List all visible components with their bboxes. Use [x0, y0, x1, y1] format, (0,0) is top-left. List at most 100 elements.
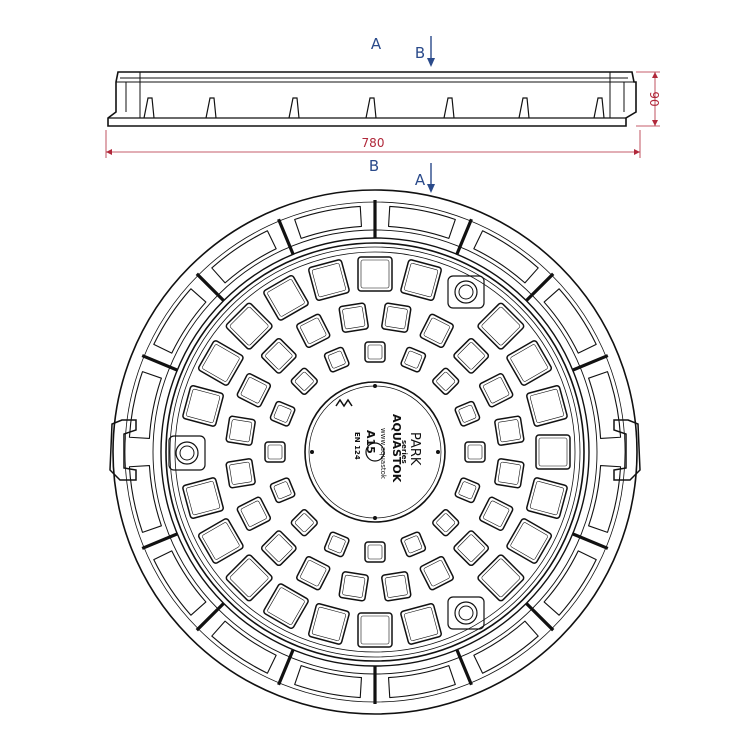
series-name-text: PARK	[407, 432, 422, 466]
plate-rivet-right	[436, 450, 440, 454]
square-pocket-outer	[357, 612, 393, 648]
square-pocket	[225, 415, 256, 446]
square-pocket-outer	[182, 477, 224, 519]
square-pocket	[236, 373, 272, 408]
square-pocket-outer	[381, 571, 412, 602]
square-pocket-outer	[290, 367, 318, 395]
square-pocket-inner	[423, 560, 450, 587]
square-pocket-outer	[364, 341, 386, 363]
square-pocket	[400, 531, 427, 558]
square-pocket-outer	[526, 477, 568, 519]
square-pocket	[506, 518, 553, 564]
square-pocket	[477, 302, 525, 350]
square-pocket-inner	[481, 558, 521, 598]
frame-slot	[473, 620, 539, 674]
frame-radial-ribs	[141, 200, 609, 704]
side-rib	[443, 97, 455, 119]
section-a-arrow	[427, 184, 435, 193]
frame-rib	[277, 218, 295, 255]
bolt-hole-top-right	[447, 275, 485, 309]
square-pocket	[364, 341, 386, 363]
frame-slot	[153, 550, 207, 616]
frame-slot	[588, 465, 622, 533]
side-view-top-outline	[107, 71, 637, 127]
square-pocket-inner	[423, 317, 450, 344]
cover-edge-line-2	[169, 246, 581, 658]
square-pocket	[357, 256, 393, 292]
square-pocket-outer	[478, 373, 514, 408]
square-pocket	[225, 554, 273, 602]
brand-name-text: AQUASTOK	[390, 414, 403, 483]
height-dimension-label: 90	[647, 91, 661, 106]
frame-slot	[128, 371, 162, 439]
section-label-b-marker: B	[415, 44, 425, 62]
square-pocket-outer	[296, 555, 331, 591]
square-pocket	[478, 373, 514, 408]
frame-slot	[588, 371, 622, 439]
square-pocket-outer	[400, 259, 442, 301]
square-pocket	[464, 441, 486, 463]
side-view-ribs	[125, 82, 625, 119]
side-rib	[288, 97, 300, 119]
square-pocket	[296, 313, 331, 349]
frame-rib	[277, 649, 295, 686]
square-pocket-inner	[467, 444, 483, 460]
square-pocket-outer	[454, 400, 481, 427]
square-pocket-outer	[506, 518, 553, 564]
height-dim-arrows	[652, 72, 658, 126]
square-pocket-outer	[478, 496, 514, 531]
square-pocket-inner	[483, 500, 510, 527]
square-pocket-outer	[357, 256, 393, 292]
square-pocket-outer	[182, 385, 224, 427]
square-pocket	[308, 259, 350, 301]
square-pocket	[323, 531, 350, 558]
section-label-a-top: A	[371, 35, 382, 53]
cover-edge-line-1	[165, 242, 585, 662]
square-pocket	[432, 509, 460, 537]
square-pocket-outer	[477, 554, 525, 602]
square-pocket-inner	[202, 344, 240, 382]
side-rib	[205, 97, 217, 119]
square-pocket	[290, 509, 318, 537]
square-pocket-inner	[229, 419, 253, 443]
square-pocket	[381, 571, 412, 602]
square-pocket	[400, 603, 442, 645]
square-pocket-outer	[526, 385, 568, 427]
width-dimension-label: 780	[362, 136, 385, 150]
square-pocket-outer	[506, 340, 553, 386]
square-pocket	[260, 337, 297, 374]
frame-slot	[294, 665, 362, 699]
square-pocket	[197, 340, 244, 386]
square-pocket-inner	[311, 263, 346, 298]
bolt-hole-bottom-right	[447, 596, 485, 630]
square-pocket-outer	[400, 603, 442, 645]
side-rib	[518, 97, 530, 119]
square-pocket	[526, 477, 568, 519]
square-pocket-outer	[225, 458, 256, 489]
top-plan-view: A	[109, 163, 641, 715]
square-pocket	[290, 367, 318, 395]
square-pocket-inner	[265, 534, 293, 562]
square-pocket-inner	[300, 560, 327, 587]
square-pocket-inner	[497, 419, 521, 443]
square-pocket-inner	[273, 404, 292, 423]
frame-slot-ring	[128, 205, 622, 699]
side-rib	[365, 97, 377, 119]
square-pocket-inner	[294, 371, 314, 391]
square-pocket-outer	[225, 415, 256, 446]
square-pocket-inner	[342, 574, 366, 598]
side-rib	[593, 97, 605, 119]
square-pocket-outer	[264, 441, 286, 463]
square-pocket-outer	[338, 571, 369, 602]
square-pocket-inner	[529, 388, 564, 423]
square-pocket	[526, 385, 568, 427]
square-pocket-inner	[327, 350, 346, 369]
frame-rib	[195, 602, 225, 632]
square-pocket	[182, 477, 224, 519]
square-pocket-outer	[454, 477, 481, 504]
square-pocket	[400, 346, 427, 373]
square-pocket	[400, 259, 442, 301]
series-word-text: series	[400, 440, 408, 464]
square-pocket	[364, 541, 386, 563]
load-class-text: A15	[364, 430, 377, 454]
